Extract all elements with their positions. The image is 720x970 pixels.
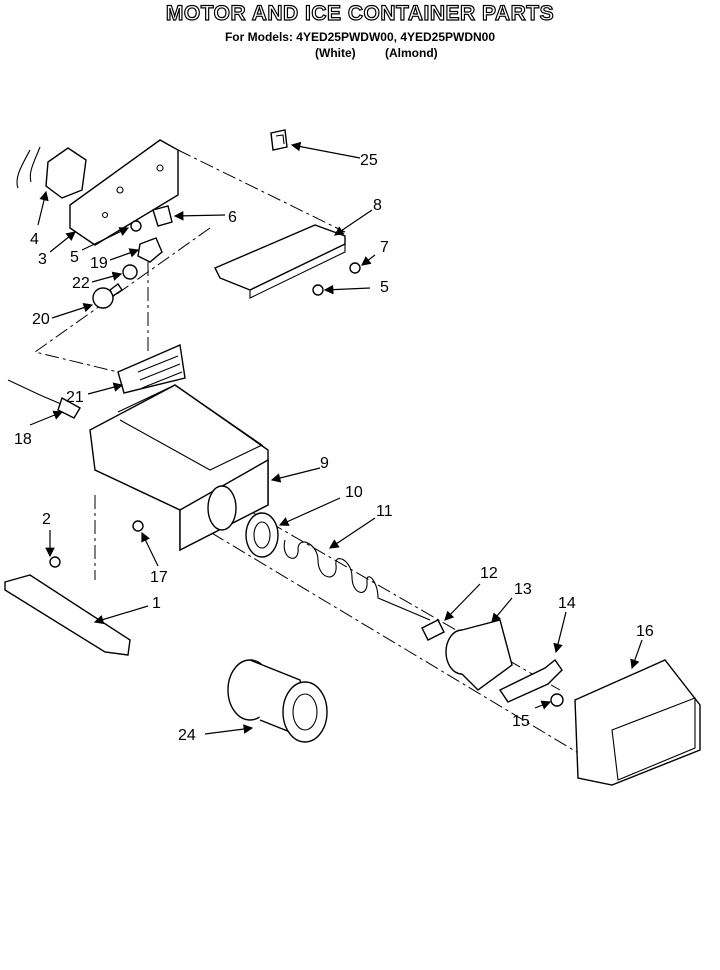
callout-2: 2 [42,511,51,528]
callout-17: 17 [150,569,168,586]
part-motor-bracket [16,139,179,246]
callout-8: 8 [373,197,382,214]
callout-18: 18 [14,431,32,448]
part-14-bracket [498,658,563,703]
callout-7: 7 [380,239,389,256]
callout-6: 6 [228,209,237,226]
color-almond-label: (Almond) [385,46,438,60]
callout-1: 1 [152,595,161,612]
callout-13: 13 [514,581,532,598]
callout-labels: 25 8 6 7 5 4 3 5 19 22 20 21 18 9 10 11 … [14,152,654,744]
part-24-roller [227,659,328,743]
part-13-housing [445,619,513,691]
callout-9: 9 [320,455,329,472]
callout-14: 14 [558,595,576,612]
callout-3: 3 [38,251,47,268]
part-screws [49,220,361,568]
part-10-ring [245,512,279,558]
callout-20: 20 [32,311,50,328]
part-light-bulb [92,282,123,309]
part-12 [421,619,445,641]
part-lamp-socket [137,237,163,263]
callout-5-right: 5 [380,279,389,296]
part-clip [270,129,288,151]
part-15-nut [550,693,564,707]
callout-16: 16 [636,623,654,640]
diagram-title: MOTOR AND ICE CONTAINER PARTS [165,1,555,25]
part-ice-container [89,384,269,552]
callout-15: 15 [512,713,530,730]
part-22 [122,264,138,280]
callout-19: 19 [90,255,108,272]
part-6 [152,205,173,227]
part-18-cord [7,379,81,419]
model-numbers: For Models: 4YED25PWDW00, 4YED25PWDN00 [224,30,496,44]
callout-12: 12 [480,565,498,582]
callout-10: 10 [345,484,363,501]
callout-21: 21 [66,389,84,406]
callout-22: 22 [72,275,90,292]
part-11-auger [283,539,431,621]
color-white-label: (White) [315,46,356,60]
callout-leaders [29,141,643,735]
part-1-bracket [4,574,131,656]
callout-11: 11 [376,503,393,520]
callout-24: 24 [178,727,196,744]
callout-25: 25 [360,152,378,169]
callout-4: 4 [30,231,39,248]
part-16-front-cover [574,659,701,786]
callout-5-left: 5 [70,249,79,266]
part-cover-plate [214,224,346,299]
